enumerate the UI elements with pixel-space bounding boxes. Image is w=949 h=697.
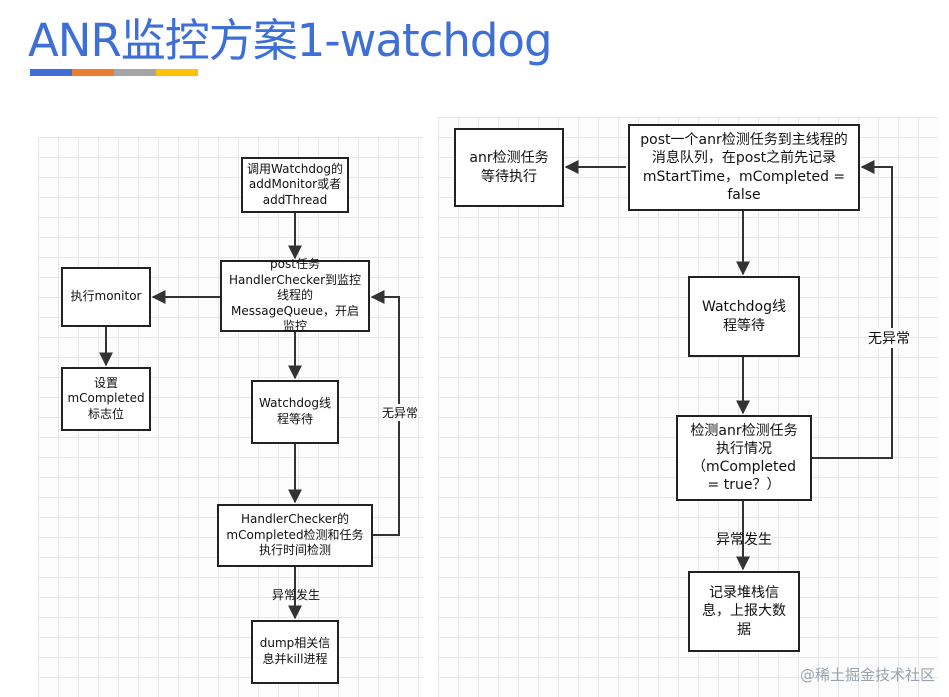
wait-box-left-text: Watchdog线程等待	[259, 396, 331, 426]
right-flowchart-panel	[438, 117, 938, 697]
start-box: 调用Watchdog的addMonitor或者addThread	[241, 157, 349, 213]
wait-box-left: Watchdog线程等待	[251, 380, 339, 444]
arrow-loop-no-exception-right	[812, 160, 893, 459]
post-task-box-text: post任务HandlerChecker到监控线程的MessageQueue，开…	[228, 257, 362, 334]
wait-box-right-text: Watchdog线程等待	[702, 299, 786, 334]
dump-box-text: dump相关信息并kill进程	[259, 636, 331, 666]
label-no-exception-right: 无异常	[868, 328, 910, 348]
exec-monitor-box-text: 执行monitor	[70, 289, 142, 304]
check-box-right: 检测anr检测任务执行情况（mCompleted = true？）	[676, 415, 812, 501]
record-box-text: 记录堆栈信息，上报大数据	[702, 585, 786, 638]
exec-monitor-box: 执行monitor	[61, 267, 151, 327]
title-stripe-gray	[114, 69, 156, 76]
check-box-left: HandlerChecker的mCompleted检测和任务执行时间检测	[217, 504, 373, 567]
set-flag-box: 设置mCompleted标志位	[61, 367, 151, 431]
title-stripe-orange	[72, 69, 114, 76]
anr-task-box: anr检测任务等待执行	[454, 128, 564, 207]
check-box-left-text: HandlerChecker的mCompleted检测和任务执行时间检测	[226, 512, 364, 558]
anr-task-box-text: anr检测任务等待执行	[469, 150, 549, 185]
start-box-text: 调用Watchdog的addMonitor或者addThread	[247, 161, 343, 207]
record-box: 记录堆栈信息，上报大数据	[688, 571, 800, 652]
watermark: @稀土掘金技术社区	[799, 666, 935, 684]
left-flowchart-panel	[38, 137, 423, 697]
post-task-box-right: post一个anr检测任务到主线程的消息队列，在post之前先记录mStartT…	[628, 124, 860, 211]
title-stripe-yellow	[156, 69, 198, 76]
label-no-exception-left: 无异常	[382, 404, 419, 421]
wait-box-right: Watchdog线程等待	[688, 276, 800, 357]
post-task-box: post任务HandlerChecker到监控线程的MessageQueue，开…	[220, 257, 370, 334]
title-stripe-blue	[30, 69, 72, 76]
label-exception-right: 异常发生	[716, 532, 772, 548]
post-task-box-right-text: post一个anr检测任务到主线程的消息队列，在post之前先记录mStartT…	[640, 132, 848, 203]
check-box-right-text: 检测anr检测任务执行情况（mCompleted = true？）	[690, 422, 798, 494]
label-exception-left: 异常发生	[272, 588, 321, 602]
slide-title: ANR监控方案1-watchdog	[28, 14, 553, 67]
set-flag-box-text: 设置mCompleted标志位	[67, 375, 145, 421]
dump-box: dump相关信息并kill进程	[251, 620, 339, 684]
